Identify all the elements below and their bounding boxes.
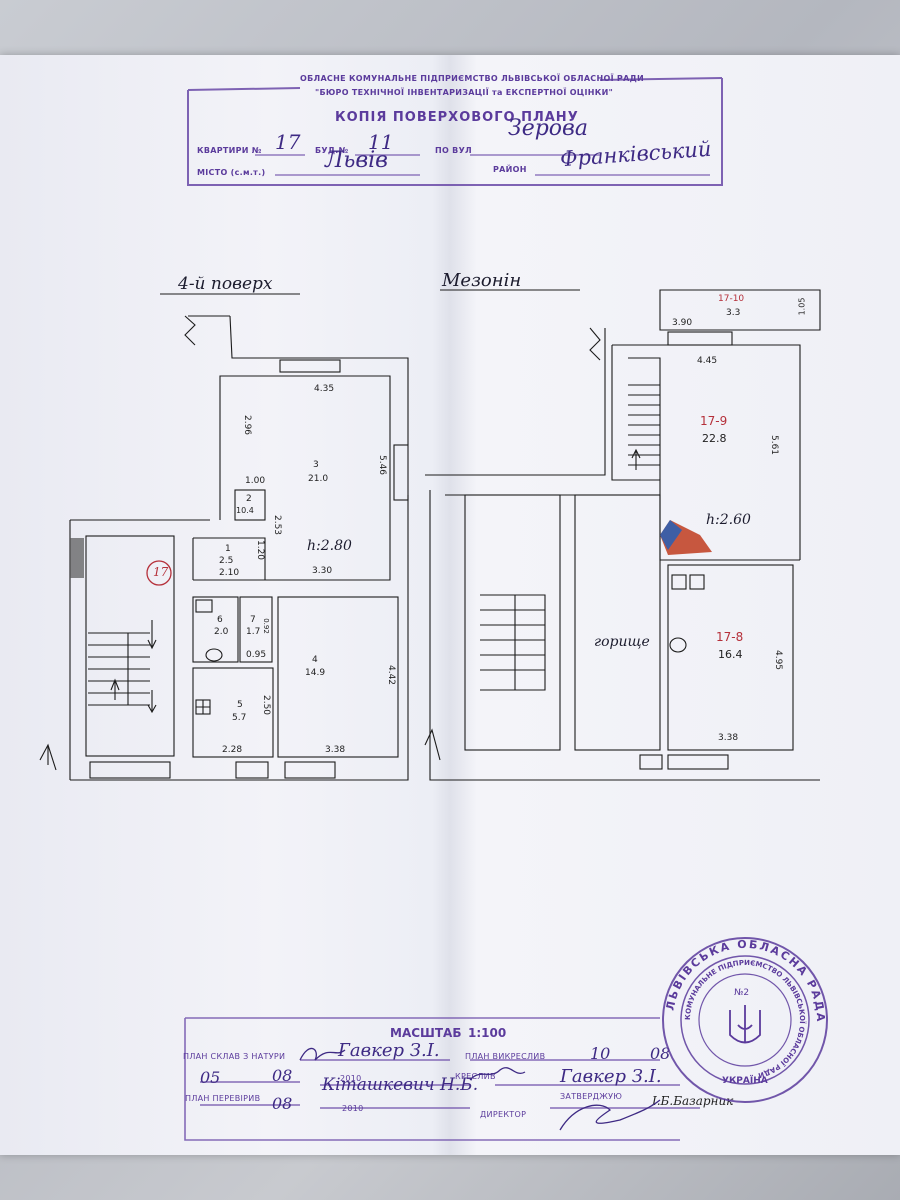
director-label: ДИРЕКТОР: [480, 1110, 527, 1119]
room-6-num: 6: [217, 615, 223, 625]
room-1-area: 2.5: [219, 556, 234, 566]
dim-338-left: 3.38: [325, 745, 346, 755]
attic-label: горище: [594, 634, 650, 650]
seal-bottom-text: УКРАЇНА: [722, 1075, 768, 1086]
signature-drawer: [469, 1067, 526, 1081]
redraw-month: 08: [650, 1044, 671, 1063]
room-4-num: 4: [312, 655, 318, 665]
right-floor-label: Мезонін: [442, 270, 522, 291]
check-month: 08: [272, 1094, 293, 1113]
draw-label: КРЕСЛИВ: [455, 1072, 496, 1081]
redraw-day: 10: [590, 1044, 611, 1063]
left-ceiling-height: h:2.80: [307, 538, 352, 554]
street-label: ПО ВУЛ: [435, 146, 472, 155]
dim-095: 0.95: [246, 650, 267, 660]
apartment-mark: 17: [153, 565, 169, 579]
dim-338-right: 3.38: [718, 733, 739, 743]
room-3-num: 3: [313, 460, 319, 470]
checker-name: Кіташкевич Н.Б.: [322, 1075, 479, 1095]
room-17-8-area: 16.4: [718, 648, 743, 661]
round-seal: ЛЬВІВСЬКА ОБЛАСНА РАДА КОМУНАЛЬНЕ ПІДПРИ…: [662, 937, 828, 1103]
document-sheet: [0, 55, 900, 1155]
made-year: 2010: [340, 1074, 362, 1083]
room-5-num: 5: [237, 700, 243, 710]
room-7-area: 1.7: [246, 627, 261, 637]
room-17-10-area: 3.3: [726, 308, 741, 318]
left-floor-label: 4-й поверх: [178, 274, 273, 294]
signature-maker: [299, 1047, 346, 1061]
drawer-name: Гавкер З.І.: [560, 1066, 662, 1087]
dim-100: 1.00: [245, 476, 266, 486]
apt-value: 17: [275, 130, 301, 154]
scale-label: МАСШТАБ: [390, 1026, 462, 1040]
approve-label: ЗАТВЕРДЖУЮ: [560, 1092, 623, 1101]
dim-390: 3.90: [672, 318, 693, 328]
bld-value: 11: [368, 130, 394, 154]
room-1-num: 1: [225, 544, 231, 554]
made-name: Гавкер З.І.: [338, 1040, 440, 1061]
made-month: 08: [272, 1066, 293, 1085]
apt-label: КВАРТИРИ №: [197, 146, 262, 155]
redraw-label: ПЛАН ВИКРЕСЛИВ: [465, 1052, 546, 1061]
room-17-9-num: 17-9: [700, 414, 728, 428]
room-6-area: 2.0: [214, 627, 229, 637]
made-label: ПЛАН СКЛАВ З НАТУРИ: [183, 1052, 286, 1061]
signature-director: [559, 1099, 661, 1131]
stamp-line2: "БЮРО ТЕХНІЧНОЇ ІНВЕНТАРИЗАЦІЇ та ЕКСПЕР…: [315, 88, 614, 97]
dim-210: 2.10: [219, 568, 240, 578]
city-value: Львів: [325, 148, 388, 173]
room-17-10-num: 17-10: [718, 294, 745, 304]
dim-228: 2.28: [222, 745, 243, 755]
trident-icon: [729, 1005, 761, 1044]
dim-330: 3.30: [312, 566, 333, 576]
bld-label: БУД.№: [315, 146, 349, 155]
dim-445: 4.45: [697, 356, 718, 366]
room-3-area: 21.0: [308, 474, 329, 484]
city-label: МІСТО (с.м.т.): [197, 168, 266, 177]
room-5-area: 5.7: [232, 713, 247, 723]
stamp-title: КОПІЯ ПОВЕРХОВОГО ПЛАНУ: [335, 110, 579, 125]
room-7-num: 7: [250, 615, 256, 625]
scale-value: 1:100: [468, 1026, 507, 1040]
check-year: 2010: [342, 1104, 364, 1113]
room-17-9-area: 22.8: [702, 432, 727, 445]
room-2-num: 2: [246, 494, 252, 504]
street-value: Зерова: [508, 116, 588, 141]
room-17-8-num: 17-8: [716, 630, 744, 644]
dim-435: 4.35: [314, 384, 335, 394]
director-name: І.Б.Базарник: [652, 1094, 734, 1108]
made-day: 05: [200, 1068, 221, 1087]
stamp-line1: ОБЛАСНЕ КОМУНАЛЬНЕ ПІДПРИЄМСТВО ЛЬВІВСЬК…: [300, 74, 645, 83]
district-label: РАЙОН: [493, 165, 527, 174]
room-2-area: 10.4: [236, 506, 254, 515]
room-4-area: 14.9: [305, 668, 326, 678]
seal-number: №2: [734, 988, 749, 998]
check-label: ПЛАН ПЕРЕВІРИВ: [185, 1094, 261, 1103]
footer-stamp-frame: [184, 1017, 700, 1141]
floor-plan-drawing: [39, 289, 821, 781]
header-stamp-frame: [187, 77, 723, 186]
right-ceiling-height: h:2.60: [706, 512, 751, 528]
